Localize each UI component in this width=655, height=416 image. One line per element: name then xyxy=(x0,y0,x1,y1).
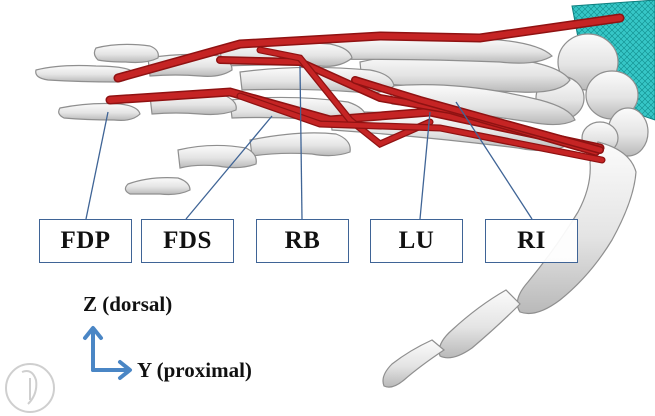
label-rb: RB xyxy=(256,219,349,263)
label-fds: FDS xyxy=(141,219,234,263)
axis-arrows xyxy=(85,328,130,378)
axis-y-label: Y (proximal) xyxy=(137,358,252,383)
label-fdp: FDP xyxy=(39,219,132,263)
label-ri: RI xyxy=(485,219,578,263)
watermark-seal xyxy=(6,364,54,412)
axis-z-label: Z (dorsal) xyxy=(83,292,172,317)
label-lu: LU xyxy=(370,219,463,263)
thumb-bones xyxy=(383,142,636,387)
